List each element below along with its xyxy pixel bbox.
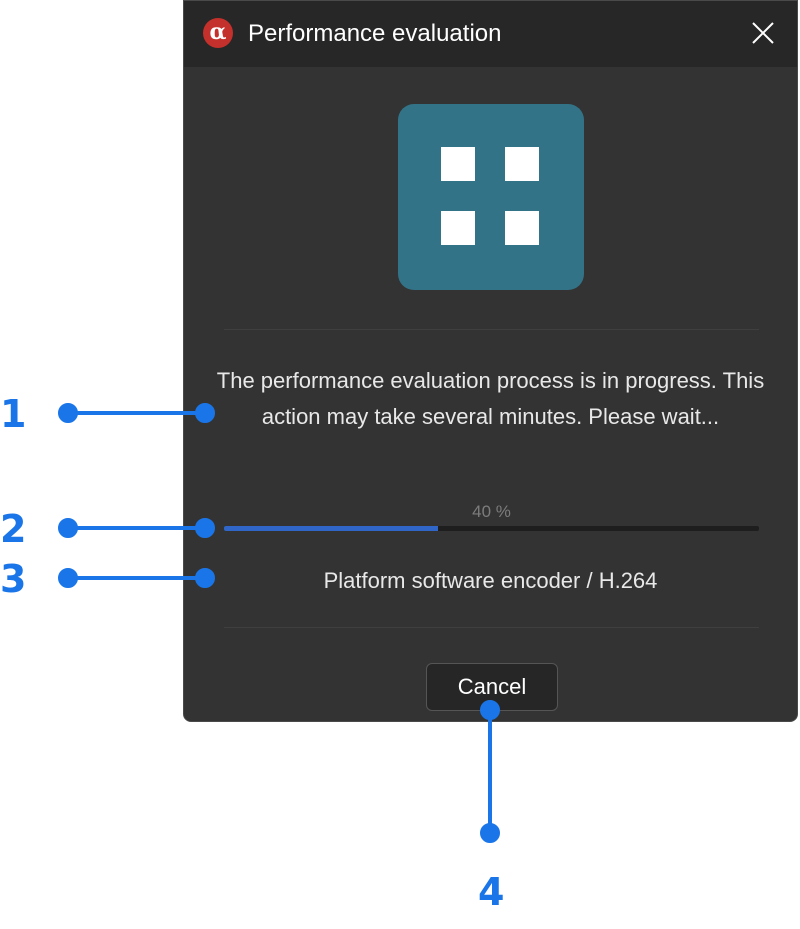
status-message: The performance evaluation process is in… — [216, 368, 765, 429]
grid-four-squares-icon — [398, 104, 584, 290]
callout-number-3: 3 — [0, 557, 27, 601]
encoder-label: Platform software encoder / H.264 — [323, 568, 658, 593]
callout-number-4: 4 — [478, 870, 505, 914]
callout-number-1: 1 — [0, 392, 27, 436]
callout-dot-4-start — [480, 700, 500, 720]
app-logo-icon: α — [203, 18, 233, 48]
title-bar: α Performance evaluation — [184, 1, 797, 67]
dialog-title: Performance evaluation — [248, 20, 502, 47]
callout-dot-1-start — [58, 403, 78, 423]
divider-top — [224, 329, 759, 330]
callout-dot-4-end — [480, 823, 500, 843]
callout-number-2: 2 — [0, 507, 27, 551]
progress-percent: 40 % — [472, 502, 511, 521]
divider-bottom — [224, 627, 759, 628]
callout-dot-3-start — [58, 568, 78, 588]
close-icon[interactable] — [749, 19, 777, 47]
performance-evaluation-dialog: α Performance evaluation The performance… — [183, 0, 798, 722]
callout-dot-2-end — [195, 518, 215, 538]
callout-dot-1-end — [195, 403, 215, 423]
progress-bar — [224, 526, 759, 531]
progress-bar-fill — [224, 526, 438, 531]
callout-dot-3-end — [195, 568, 215, 588]
callout-dot-2-start — [58, 518, 78, 538]
